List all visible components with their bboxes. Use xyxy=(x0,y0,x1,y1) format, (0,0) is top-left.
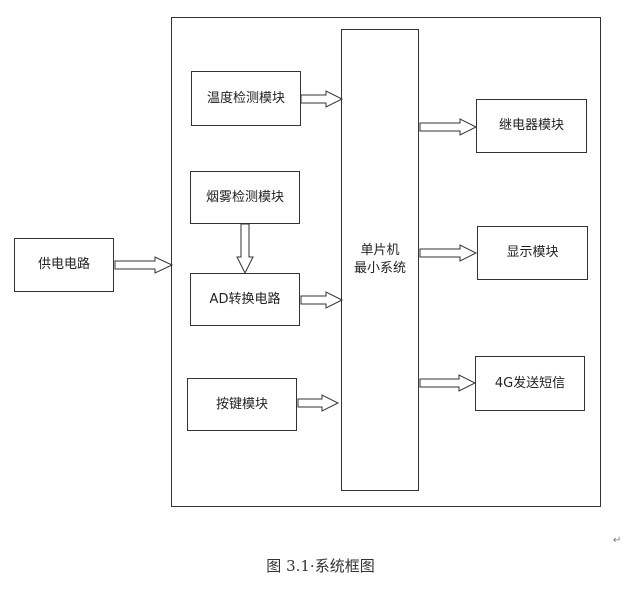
sms-module-block: 4G发送短信 xyxy=(475,356,585,411)
temperature-module-label: 温度检测模块 xyxy=(206,90,285,106)
keypad-module-label: 按键模块 xyxy=(215,396,268,412)
power-supply-block: 供电电路 xyxy=(14,238,114,292)
system-frame xyxy=(171,17,601,507)
paragraph-mark: ↵ xyxy=(613,535,622,546)
smoke-module-block: 烟雾检测模块 xyxy=(190,171,300,224)
arrow-mcu-to-relay xyxy=(419,118,478,136)
arrow-keys-to-mcu xyxy=(297,394,340,412)
temperature-module-block: 温度检测模块 xyxy=(191,71,301,126)
power-supply-label: 供电电路 xyxy=(37,257,90,272)
display-module-block: 显示模块 xyxy=(477,226,588,280)
sms-module-label: 4G发送短信 xyxy=(494,375,566,391)
relay-module-block: 继电器模块 xyxy=(476,99,587,153)
arrow-adc-to-mcu xyxy=(300,291,344,309)
figure-caption: 图 3.1·系统框图 xyxy=(266,557,375,575)
relay-module-label: 继电器模块 xyxy=(498,118,564,133)
arrow-smoke-to-adc xyxy=(236,223,254,275)
arrow-temp-to-mcu xyxy=(300,90,344,108)
mcu-minimum-system-block: 单片机 最小系统 xyxy=(341,29,419,491)
arrow-mcu-to-sms xyxy=(419,374,477,392)
adc-circuit-block: AD转换电路 xyxy=(190,273,300,326)
mcu-label-line2: 最小系统 xyxy=(353,261,406,276)
mcu-label-line1: 单片机 xyxy=(360,243,400,258)
display-module-label: 显示模块 xyxy=(506,245,559,260)
keypad-module-block: 按键模块 xyxy=(187,378,297,431)
arrow-mcu-to-display xyxy=(419,244,478,262)
adc-circuit-label: AD转换电路 xyxy=(209,291,281,307)
smoke-module-label: 烟雾检测模块 xyxy=(205,189,284,205)
arrow-power-to-system xyxy=(114,256,174,274)
